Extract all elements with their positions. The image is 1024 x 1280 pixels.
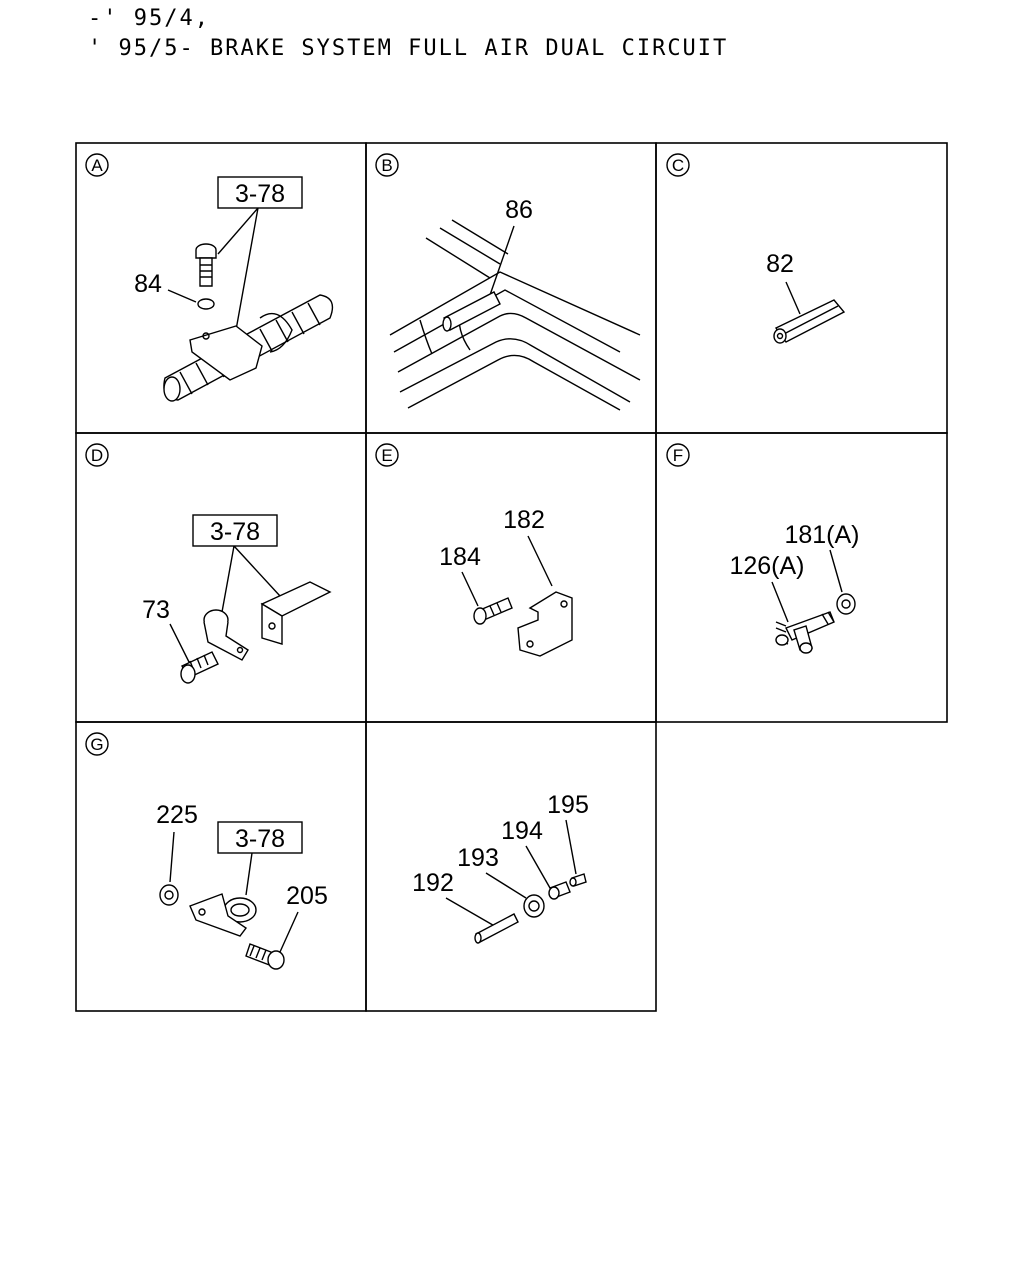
panel-c: C 82 <box>666 153 846 344</box>
bolt-icon <box>195 243 217 287</box>
part-label-82: 82 <box>766 250 794 278</box>
panel-f-letter: F <box>673 446 683 465</box>
header-line-1: -' 95/4, <box>88 6 210 31</box>
panel-f-letter-circle <box>666 443 690 467</box>
panel-g-ref: 3-78 <box>235 825 285 853</box>
p-clip-icon <box>189 893 257 937</box>
panel-d-letter-circle <box>85 443 109 467</box>
panel-b-letter: B <box>381 156 392 175</box>
part-label-192: 192 <box>412 869 454 897</box>
air-hose-bundle-icon <box>163 294 334 402</box>
bolt-icon <box>473 597 513 625</box>
panel-a-letter: A <box>91 156 103 175</box>
part-label-195: 195 <box>547 791 589 819</box>
sleeve-icon <box>548 881 571 900</box>
union-icon <box>569 873 587 887</box>
hex-nut-icon <box>159 884 179 906</box>
panel-h: 195 194 193 192 <box>412 791 589 944</box>
p-clip-icon <box>203 609 249 661</box>
flare-nut-icon <box>523 894 545 918</box>
part-label-181a: 181(A) <box>784 521 859 549</box>
panel-f: F 181(A) 126(A) <box>666 443 860 654</box>
panel-g: G 3-78 225 205 <box>85 732 328 970</box>
panel-g-letter: G <box>90 735 103 754</box>
air-pipe-icon <box>474 913 519 944</box>
bracket-plate-icon <box>260 581 332 645</box>
bolt-icon <box>180 651 219 684</box>
panel-a: A 3-78 84 <box>85 153 334 402</box>
panel-d-letter: D <box>91 446 103 465</box>
hex-nut-icon <box>836 593 856 615</box>
panel-b-letter-circle <box>375 153 399 177</box>
panel-g-ref-box <box>217 821 303 854</box>
panel-c-letter: C <box>672 156 684 175</box>
panel-grid <box>75 142 948 1012</box>
spacer-tube-icon <box>442 291 501 332</box>
part-label-86: 86 <box>505 196 533 224</box>
part-label-184: 184 <box>439 543 481 571</box>
part-label-182: 182 <box>503 506 545 534</box>
bolt-icon <box>245 943 285 970</box>
part-label-205: 205 <box>286 882 328 910</box>
part-label-193: 193 <box>457 844 499 872</box>
angle-bracket-icon <box>517 591 573 657</box>
part-label-84: 84 <box>134 270 162 298</box>
panel-a-letter-circle <box>85 153 109 177</box>
panel-g-letter-circle <box>85 732 109 756</box>
panel-e: E 182 184 <box>375 443 573 657</box>
panel-a-ref: 3-78 <box>235 180 285 208</box>
part-label-126a: 126(A) <box>729 552 804 580</box>
lock-washer-icon <box>197 298 215 310</box>
panel-d: D 3-78 73 <box>85 443 332 684</box>
frame-rails-icon <box>389 219 641 411</box>
tee-fitting-icon <box>775 611 835 654</box>
part-label-194: 194 <box>501 817 543 845</box>
panel-c-letter-circle <box>666 153 690 177</box>
panel-e-letter-circle <box>375 443 399 467</box>
hex-spacer-icon <box>773 299 846 344</box>
panel-d-ref-box <box>192 514 278 547</box>
part-label-225: 225 <box>156 801 198 829</box>
panel-a-ref-box <box>217 176 303 209</box>
panel-d-ref: 3-78 <box>210 518 260 546</box>
part-label-73: 73 <box>142 596 170 624</box>
panel-e-letter: E <box>381 446 392 465</box>
panel-b: B 86 <box>375 153 641 411</box>
header-line-2: ' 95/5- BRAKE SYSTEM FULL AIR DUAL CIRCU… <box>88 36 729 61</box>
